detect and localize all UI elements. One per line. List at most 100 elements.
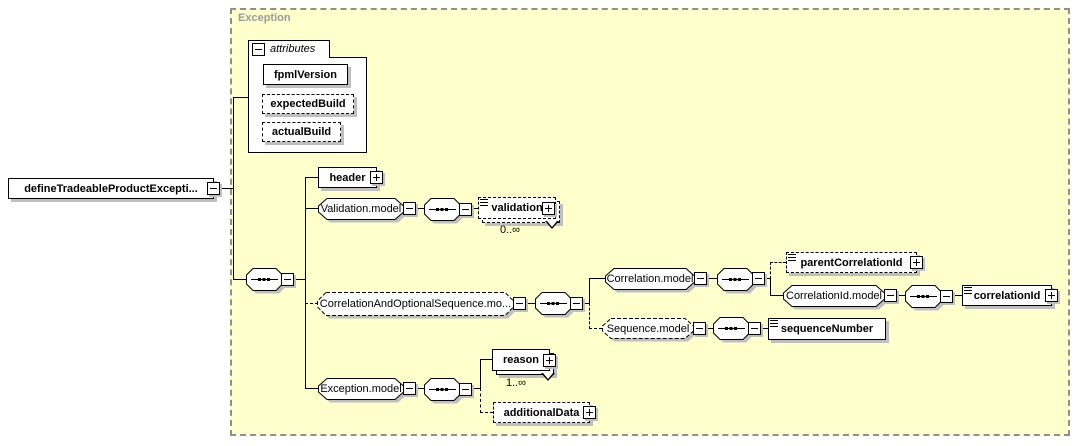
connector-line-optional <box>589 303 590 329</box>
correlation-id-model-label: CorrelationId.model <box>786 290 882 302</box>
connector-line <box>305 388 318 389</box>
attributes-collapse-toggle[interactable] <box>252 43 265 56</box>
exception-model-collapse-toggle[interactable] <box>403 382 416 395</box>
correlation-and-optional-sequence-model-group-shape[interactable] <box>317 292 518 320</box>
correlation-id-model-group-shape[interactable] <box>783 285 889 311</box>
connector-line <box>761 328 768 329</box>
sequence-number-label: sequenceNumber <box>780 323 874 335</box>
connector-line <box>583 303 589 304</box>
sequence-compositor-icon[interactable] <box>424 198 465 225</box>
sequence-compositor-icon[interactable] <box>246 268 287 295</box>
connector-line <box>305 177 318 178</box>
text-content-icon <box>788 254 796 263</box>
sequence-collapse-toggle[interactable] <box>281 273 294 286</box>
connector-line <box>589 278 605 279</box>
sequence-model-collapse-toggle[interactable] <box>693 322 706 335</box>
sequence-compositor-icon[interactable] <box>713 317 754 344</box>
correlation-id-model-collapse-toggle[interactable] <box>884 289 897 302</box>
sequence-collapse-toggle[interactable] <box>752 272 765 285</box>
sequence-collapse-toggle[interactable] <box>570 297 583 310</box>
sequence-model-label: Sequence.model <box>606 322 690 335</box>
text-content-icon <box>964 287 972 296</box>
connector-line-optional <box>770 262 786 263</box>
parent-correlation-id-expand-toggle[interactable] <box>910 256 923 269</box>
sequence-collapse-toggle[interactable] <box>459 203 472 216</box>
attribute-expectedbuild-box[interactable]: expectedBuild <box>262 94 354 114</box>
header-element-label: header <box>329 171 366 184</box>
connector-line-optional <box>589 328 602 329</box>
validation-expand-toggle[interactable] <box>542 202 555 215</box>
connector-line <box>480 359 481 389</box>
validation-model-collapse-toggle[interactable] <box>403 202 416 215</box>
header-expand-toggle[interactable] <box>370 171 383 184</box>
connector-line <box>706 328 713 329</box>
connector-line-optional <box>305 303 318 304</box>
connector-line <box>526 303 535 304</box>
sequence-collapse-toggle[interactable] <box>940 290 953 303</box>
parent-correlation-id-element-box[interactable]: parentCorrelationId <box>786 252 917 273</box>
connector-line <box>953 295 962 296</box>
connector-line <box>305 208 318 209</box>
connector-line <box>770 295 783 296</box>
connector-line-optional <box>480 388 481 413</box>
attribute-label: expectedBuild <box>270 98 346 110</box>
correlation-model-label: Correlation.model <box>606 273 694 285</box>
connector-line <box>416 208 424 209</box>
root-element-label: defineTradeableProductExcepti... <box>24 182 198 195</box>
additional-data-label: additionalData <box>503 406 580 419</box>
connector-line <box>765 278 770 279</box>
validation-element-box[interactable]: validation <box>478 197 556 219</box>
attribute-actualbuild-box[interactable]: actualBuild <box>262 122 341 142</box>
attribute-fpmlversion-box[interactable]: fpmlVersion <box>263 64 348 85</box>
exception-model-group-shape[interactable] <box>318 378 408 404</box>
correlation-and-optional-sequence-model-label: CorrelationAndOptionalSequence.mo... <box>319 298 512 310</box>
additional-data-element-box[interactable]: additionalData <box>493 402 590 423</box>
correlation-and-optional-sequence-collapse-toggle[interactable] <box>513 297 526 310</box>
sequence-number-element-box[interactable]: sequenceNumber <box>768 318 886 340</box>
connector-line-optional <box>770 262 771 279</box>
stack-notch-icon <box>545 221 559 229</box>
connector-line-optional <box>472 208 478 209</box>
exception-group-title: Exception <box>238 12 291 24</box>
correlation-id-element-box[interactable]: correlationId <box>962 285 1052 306</box>
connector-line <box>897 295 905 296</box>
attributes-group-tab[interactable] <box>248 40 330 58</box>
validation-model-group-shape[interactable] <box>318 198 408 224</box>
connector-line <box>294 279 305 280</box>
additional-data-expand-toggle[interactable] <box>583 406 596 419</box>
parent-correlation-id-label: parentCorrelationId <box>800 256 903 269</box>
connector-line <box>220 188 233 189</box>
connector-line <box>233 97 234 280</box>
validation-occurrence-label: 0..∞ <box>499 224 521 236</box>
sequence-collapse-toggle[interactable] <box>748 322 761 335</box>
attribute-label: actualBuild <box>271 126 332 138</box>
sequence-model-group-shape[interactable] <box>602 318 698 343</box>
attribute-label: fpmlVersion <box>274 68 337 81</box>
connector-line <box>233 97 248 98</box>
sequence-collapse-toggle[interactable] <box>459 383 472 396</box>
connector-line <box>707 278 717 279</box>
reason-occurrence-label: 1..∞ <box>505 377 527 389</box>
sequence-compositor-icon[interactable] <box>424 378 465 405</box>
root-element-box[interactable]: defineTradeableProductExcepti... <box>8 178 214 199</box>
sequence-compositor-icon[interactable] <box>905 285 946 312</box>
connector-line <box>305 177 306 389</box>
stack-notch-icon <box>541 373 555 381</box>
header-element-box[interactable]: header <box>318 167 377 188</box>
connector-line <box>770 278 771 296</box>
correlation-model-group-shape[interactable] <box>605 268 699 294</box>
reason-element-label: reason <box>502 354 540 366</box>
connector-line <box>589 278 590 304</box>
exception-model-label: Exception.model <box>320 383 402 395</box>
correlation-id-expand-toggle[interactable] <box>1045 289 1058 302</box>
sequence-compositor-icon[interactable] <box>717 268 758 295</box>
connector-line <box>233 279 246 280</box>
reason-expand-toggle[interactable] <box>543 354 556 367</box>
reason-element-box[interactable]: reason <box>492 349 550 371</box>
attributes-group-label: attributes <box>270 43 316 55</box>
sequence-compositor-icon[interactable] <box>535 292 576 319</box>
root-collapse-toggle[interactable] <box>207 182 220 195</box>
correlation-model-collapse-toggle[interactable] <box>694 272 707 285</box>
correlation-id-label: correlationId <box>973 289 1041 302</box>
